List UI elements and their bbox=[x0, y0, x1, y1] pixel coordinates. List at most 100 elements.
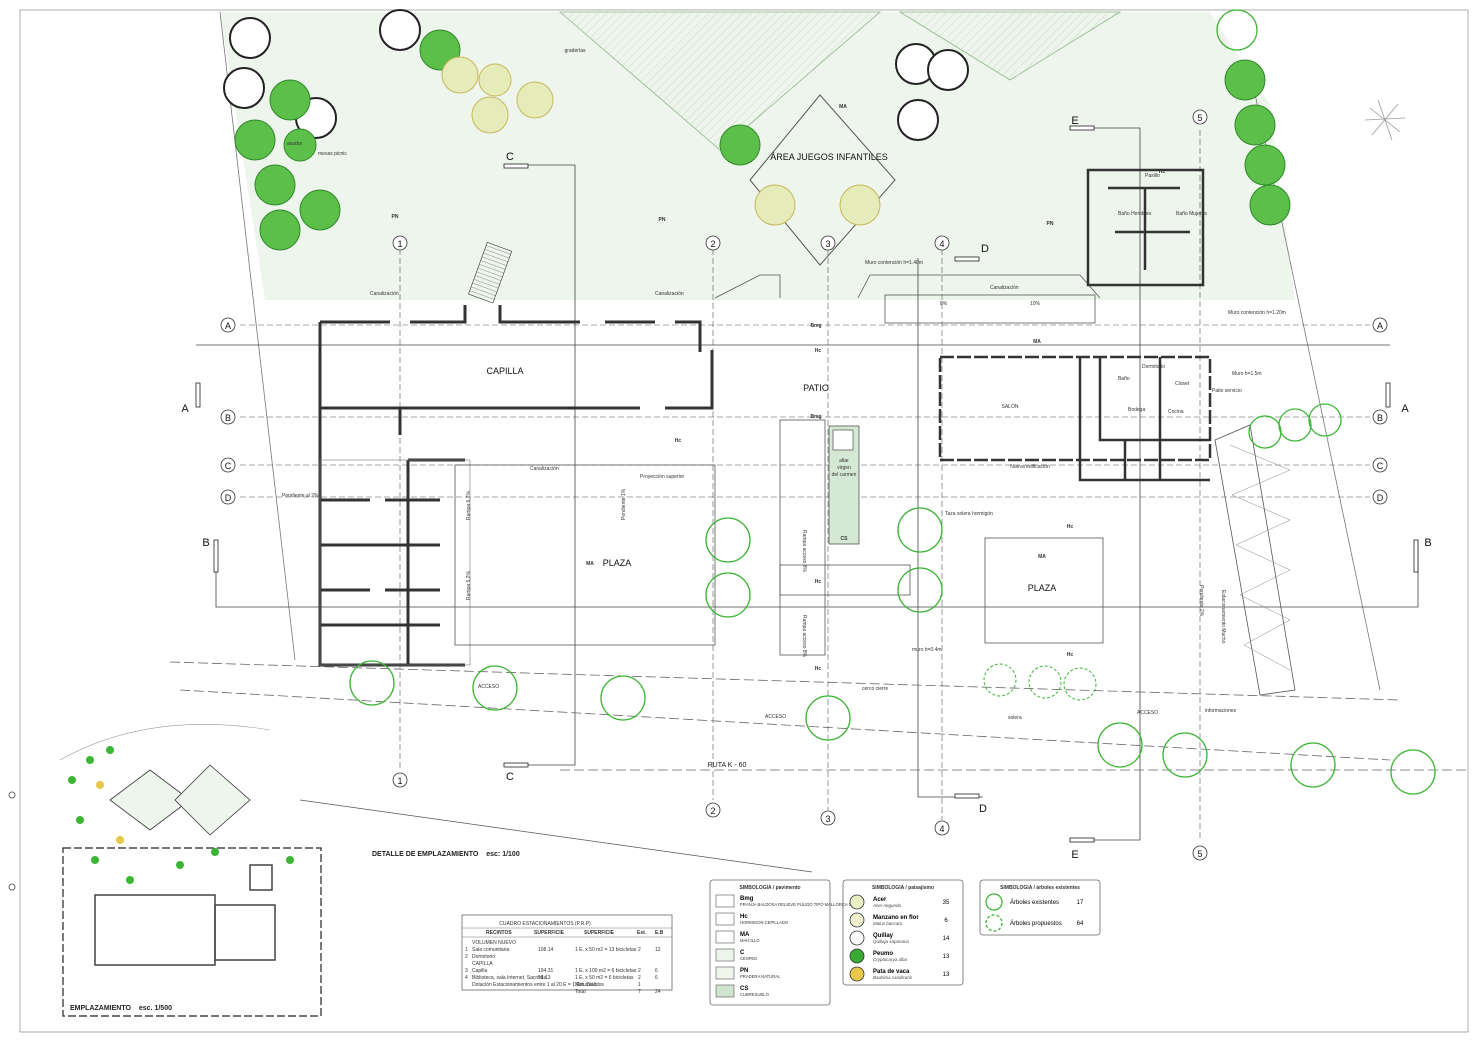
parking-cell-eb: 6 bbox=[655, 975, 658, 981]
property-line-left bbox=[219, 11, 296, 661]
parking-cell-est: 2 bbox=[638, 947, 641, 953]
parking-cell-name: Biblioteca, sala Internet, Sacristía bbox=[472, 975, 546, 981]
legend-tree-name: Quillay bbox=[873, 933, 894, 939]
axis-5-bottom: 5 bbox=[1197, 849, 1202, 859]
title-detalle-text: DETALLE DE EMPLAZAMIENTO bbox=[372, 851, 479, 858]
chapel-annex bbox=[319, 459, 471, 666]
parking-table: CUADRO ESTACIONAMIENTOS (P.R.P) RECINTOS… bbox=[462, 921, 672, 995]
trees-existing bbox=[349, 9, 1436, 795]
sports-court bbox=[558, 11, 882, 151]
section-d-top: D bbox=[981, 243, 989, 255]
label-informaciones: informaciones bbox=[1205, 708, 1237, 714]
legend-swatch bbox=[715, 966, 735, 980]
label-salon: SALON bbox=[1002, 404, 1019, 410]
label-rampa-acceso-1: Rampa acceso 8% bbox=[801, 530, 807, 573]
axis-b-left: B bbox=[225, 413, 231, 423]
axis-4-top: 4 bbox=[939, 239, 944, 249]
road-lines bbox=[169, 661, 1470, 771]
parking-header-superficie-1: SUPERFICIE bbox=[534, 930, 565, 936]
legend-frames bbox=[461, 879, 1101, 1006]
code-cs: CS bbox=[841, 536, 849, 542]
trees-peumo bbox=[234, 29, 1291, 251]
code-ma-1: MA bbox=[839, 104, 847, 110]
parking-row: VOLUMEN NUEVO bbox=[472, 940, 516, 946]
label-altar-2: virgen bbox=[837, 465, 851, 471]
legend-tree-latin: Acer negundo bbox=[872, 903, 902, 908]
legend-pavimento-title: SIMBOLOGIA / pavimento bbox=[739, 885, 800, 891]
parking-cell-sup: 194.31 bbox=[538, 968, 554, 974]
parking-cell-n: 3 bbox=[465, 968, 468, 974]
label-rampa-acceso-2: Rampa acceso 8% bbox=[801, 615, 807, 658]
parking-cell-sup: 108.14 bbox=[538, 947, 554, 953]
legend-desc: CESPED bbox=[740, 956, 757, 961]
axis-d-right: D bbox=[1377, 493, 1384, 503]
canopy-zigzag bbox=[1229, 444, 1291, 671]
trees-quillay bbox=[223, 9, 969, 141]
legend-tree-count: 6 bbox=[944, 918, 948, 924]
parking-cell-calc: 1 E. x 50 m2 = 6 bicicletas bbox=[575, 975, 634, 981]
title-emplazamiento-text: EMPLAZAMIENTO bbox=[70, 1005, 131, 1012]
axis-a-left: A bbox=[225, 321, 231, 331]
tree-symbol-icon bbox=[849, 912, 865, 928]
label-plaza-left: PLAZA bbox=[603, 558, 632, 568]
legend-desc: PRANJA BALDOSA RELIEVE PULIDO TIPO MALLO… bbox=[740, 902, 859, 907]
legend-tree-latin: Quillaja saponaria bbox=[873, 939, 910, 944]
legend-code: MA bbox=[740, 932, 750, 938]
label-pct-8: 8% bbox=[940, 301, 948, 307]
detail-divider bbox=[299, 799, 813, 873]
label-muro-15: Muro h=1.5m bbox=[1232, 371, 1262, 377]
label-pct-10: 10% bbox=[1030, 301, 1041, 307]
tree-symbol-icon bbox=[849, 966, 865, 982]
parking-header-est: Est. bbox=[637, 930, 647, 936]
parking-cell-est: 2 bbox=[638, 975, 641, 981]
title-detalle: DETALLE DE EMPLAZAMIENTO esc: 1/100 bbox=[372, 851, 520, 858]
label-pendiente-1: Pendiente 1% bbox=[621, 488, 627, 520]
label-altar-1: altar bbox=[839, 458, 849, 464]
label-solera: solera bbox=[1008, 715, 1022, 721]
legend-swatch bbox=[715, 912, 735, 926]
parking-cell-name: Dotación Estacionamientos entre 1 al 20 … bbox=[472, 982, 597, 988]
legend-swatch bbox=[715, 948, 735, 962]
legend-arbol-name: Árboles propuestos bbox=[1010, 920, 1062, 927]
legend-tree-latin: Bauhinia candicans bbox=[873, 975, 913, 980]
axis-1-bottom: 1 bbox=[397, 776, 402, 786]
label-taza-solera: Taza solera hormigón bbox=[945, 511, 993, 517]
parking-cell-calc: 1 E. x 100 m2 = 6 bicicletas bbox=[575, 968, 637, 974]
parking-cell-n: 2 bbox=[465, 954, 468, 960]
parking-cell-est: 1 bbox=[638, 982, 641, 988]
tree-outline-icon bbox=[985, 893, 1003, 911]
section-a-right: A bbox=[1401, 403, 1409, 415]
label-acceso-2: ACCESO bbox=[765, 714, 786, 720]
code-hc-2: Hc bbox=[675, 438, 682, 444]
label-plaza-right: PLAZA bbox=[1028, 583, 1057, 593]
section-c-bottom: C bbox=[506, 771, 514, 783]
axis-2-top: 2 bbox=[710, 239, 715, 249]
tree-symbol-icon bbox=[849, 930, 865, 946]
label-bodega: Bodega bbox=[1128, 407, 1145, 413]
legend-tree-name: Acer bbox=[873, 897, 887, 903]
binding-hole bbox=[8, 791, 16, 799]
axis-numbers: 1 1 2 2 3 3 4 4 5 5 A A B B C C D D bbox=[225, 113, 1384, 859]
axis-2-bottom: 2 bbox=[710, 806, 715, 816]
legend-code: Bmg bbox=[740, 896, 754, 902]
sheet-border bbox=[19, 9, 1469, 1033]
legend-tree-count: 13 bbox=[943, 972, 950, 978]
label-ruta: RUTA K - 60 bbox=[708, 762, 747, 769]
tree-outline-icon bbox=[985, 914, 1003, 932]
label-rampa-6: Rampa 6,7% bbox=[466, 491, 472, 520]
sports-court-2 bbox=[898, 11, 1122, 81]
parking-header-recintos: RECINTOS bbox=[486, 930, 512, 936]
parking-cell-calc: Minusválidos bbox=[575, 982, 604, 988]
title-detalle-scale: esc: 1/100 bbox=[486, 851, 520, 858]
parking-canopy bbox=[1214, 424, 1296, 696]
